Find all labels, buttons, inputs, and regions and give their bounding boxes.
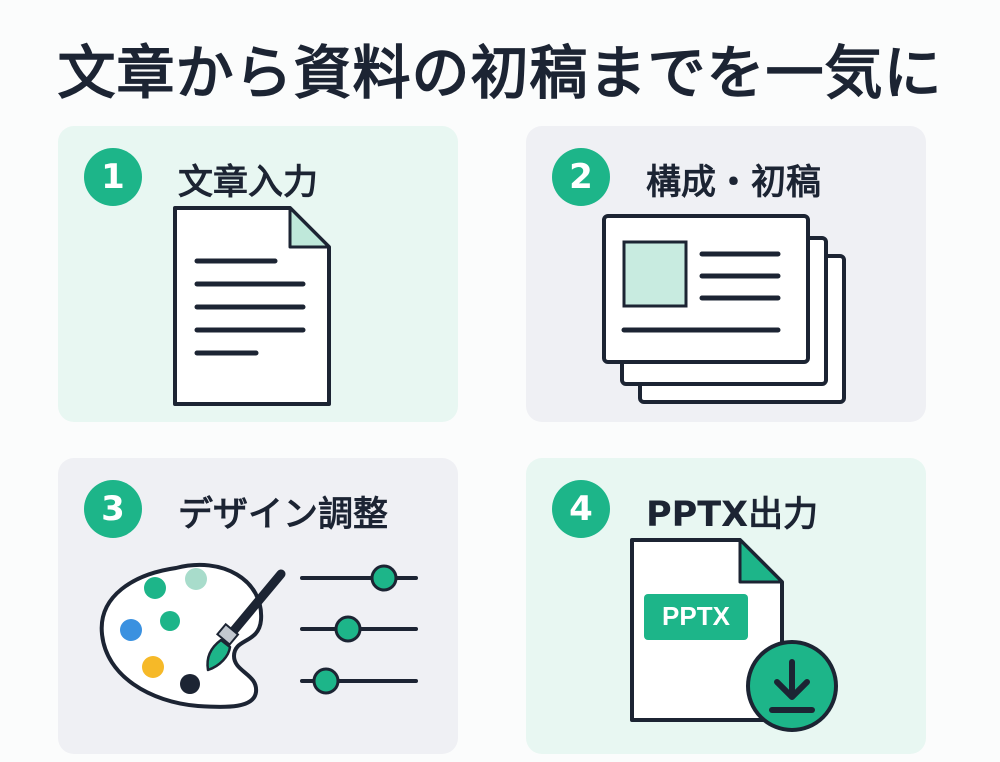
- brush-icon: [206, 569, 286, 672]
- step-number-badge: 1: [84, 148, 142, 206]
- step-label: デザイン調整: [178, 495, 389, 535]
- step-label: PPTX出力: [646, 495, 819, 535]
- page-title: 文章から資料の初稿までを一気に: [57, 39, 943, 107]
- pptx-badge-label: PPTX: [662, 601, 731, 631]
- design-adjust-illustration: [99, 562, 418, 709]
- step-number-badge: 2: [552, 148, 610, 206]
- step-card-3: 3 デザイン調整: [58, 458, 458, 754]
- step-card-1: 1 文章入力: [58, 126, 458, 422]
- step-label: 文章入力: [178, 163, 319, 203]
- slides-stack-icon: [602, 214, 846, 404]
- sliders-icon: [300, 564, 418, 695]
- document-icon: [173, 206, 331, 406]
- step-label: 構成・初稿: [646, 163, 822, 203]
- palette-icon: [99, 562, 264, 709]
- step-card-4: 4 PPTX出力 PPTX: [526, 458, 926, 754]
- step-card-2: 2 構成・初稿: [526, 126, 926, 422]
- download-icon: [746, 640, 838, 732]
- step-number-badge: 4: [552, 480, 610, 538]
- pptx-file-icon: PPTX: [630, 538, 838, 732]
- step-number-badge: 3: [84, 480, 142, 538]
